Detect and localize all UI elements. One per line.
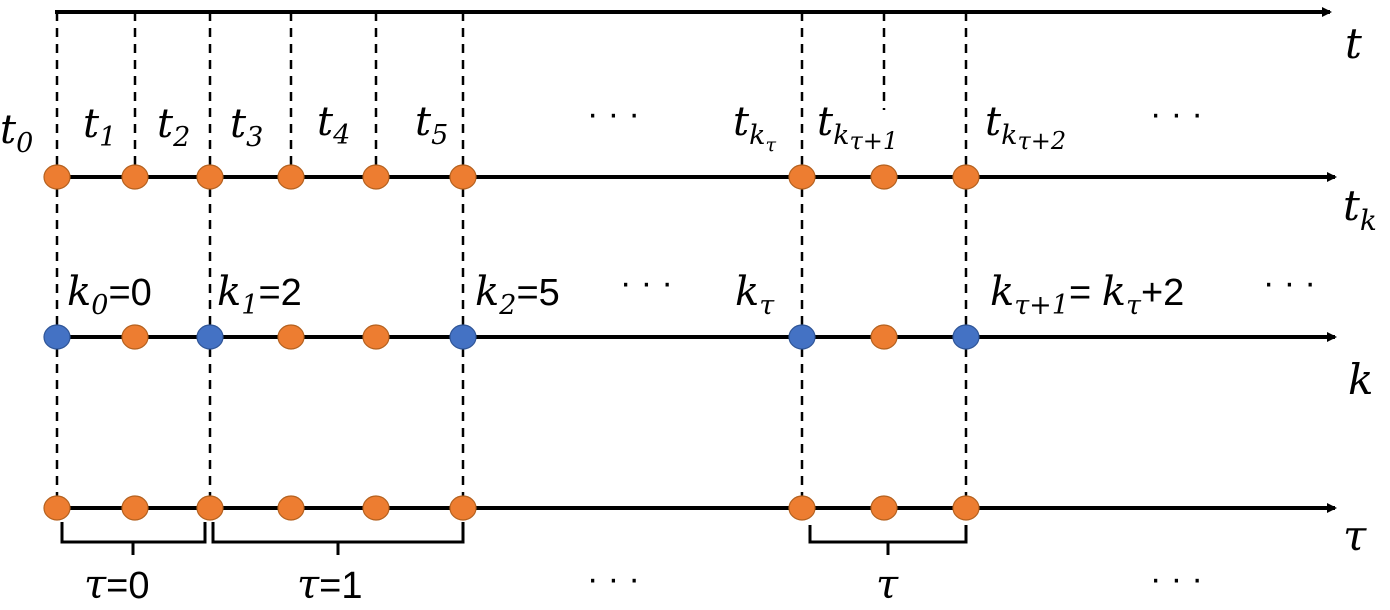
k-dot-1-orange: [121, 324, 149, 350]
tau-dot-0-orange: [43, 495, 71, 521]
k-dot-2-blue: [196, 324, 224, 350]
k-dot-8-blue: [952, 324, 980, 350]
k-dot-6-blue: [788, 324, 816, 350]
k0-label: k0=0: [67, 269, 152, 321]
tktau1-label: tkτ+1: [817, 99, 898, 155]
tk-dot-6-orange: [788, 164, 816, 190]
t5-label: t5: [415, 99, 448, 151]
tk-dot-2-orange: [196, 164, 224, 190]
tk-dot-7-orange: [870, 164, 898, 190]
brace-tau: [808, 525, 968, 555]
tau-braces: [60, 522, 968, 555]
t-axis-label: t: [1345, 19, 1362, 68]
tk-dot-5-orange: [449, 164, 477, 190]
tktau2-label: tkτ+2: [985, 99, 1066, 155]
t-ellipsis-1: · · ·: [587, 95, 640, 133]
ktau1-label: kτ+1= kτ+2: [990, 269, 1184, 321]
brace-tau-0: [60, 522, 207, 555]
t3-label: t3: [230, 101, 263, 153]
tk-dot-0-orange: [43, 164, 71, 190]
tau-dot-4-orange: [362, 495, 390, 521]
ktau-label: kτ: [735, 269, 775, 321]
k1-label: k1=2: [217, 269, 302, 321]
k-axis-label: k: [1348, 355, 1373, 404]
tau-ellipsis-1: · · ·: [587, 560, 640, 598]
t-row-labels: t0 t1 t2 t3 t4 t5 · · · tkτ tkτ+1 tkτ+2 …: [0, 95, 1203, 159]
k-ellipsis-2: · · ·: [1263, 264, 1316, 302]
k-row-labels: k0=0 k1=2 k2=5 · · · kτ kτ+1= kτ+2 · · ·: [67, 264, 1316, 321]
t0-label: t0: [0, 107, 33, 159]
k-dot-5-blue: [449, 324, 477, 350]
event-dots: [43, 164, 980, 521]
tau1-label: τ=1: [297, 562, 362, 608]
tau-axis-label: τ: [1343, 511, 1367, 560]
k-ellipsis-1: · · ·: [620, 264, 673, 302]
brace-tau-1: [211, 522, 465, 555]
k2-label: k2=5: [475, 269, 560, 321]
tau0-label: τ=0: [84, 562, 149, 608]
tau-ellipsis-2: · · ·: [1150, 560, 1203, 598]
tk-dot-1-orange: [121, 164, 149, 190]
tau-dot-6-orange: [788, 495, 816, 521]
tau-dot-8-orange: [952, 495, 980, 521]
tktau-label: tkτ: [733, 99, 776, 156]
k-dot-3-orange: [277, 324, 305, 350]
tk-axis-label: tk: [1343, 181, 1377, 237]
t2-label: t2: [157, 101, 190, 153]
tau-dot-1-orange: [121, 495, 149, 521]
tau-dot-7-orange: [870, 495, 898, 521]
tau-row-labels: τ=0 τ=1 · · · τ · · ·: [84, 560, 1203, 608]
tk-dot-3-orange: [277, 164, 305, 190]
t1-label: t1: [83, 101, 116, 153]
tk-dot-8-orange: [952, 164, 980, 190]
k-dot-4-orange: [362, 324, 390, 350]
k-dot-0-blue: [43, 324, 71, 350]
tau-label: τ: [876, 562, 899, 608]
tau-dot-5-orange: [449, 495, 477, 521]
k-dot-7-orange: [870, 324, 898, 350]
tau-dot-2-orange: [196, 495, 224, 521]
dashed-guide-lines: [55, 12, 968, 505]
t4-label: t4: [317, 99, 350, 151]
tk-dot-4-orange: [362, 164, 390, 190]
t-ellipsis-2: · · ·: [1150, 95, 1203, 133]
tau-dot-3-orange: [277, 495, 305, 521]
